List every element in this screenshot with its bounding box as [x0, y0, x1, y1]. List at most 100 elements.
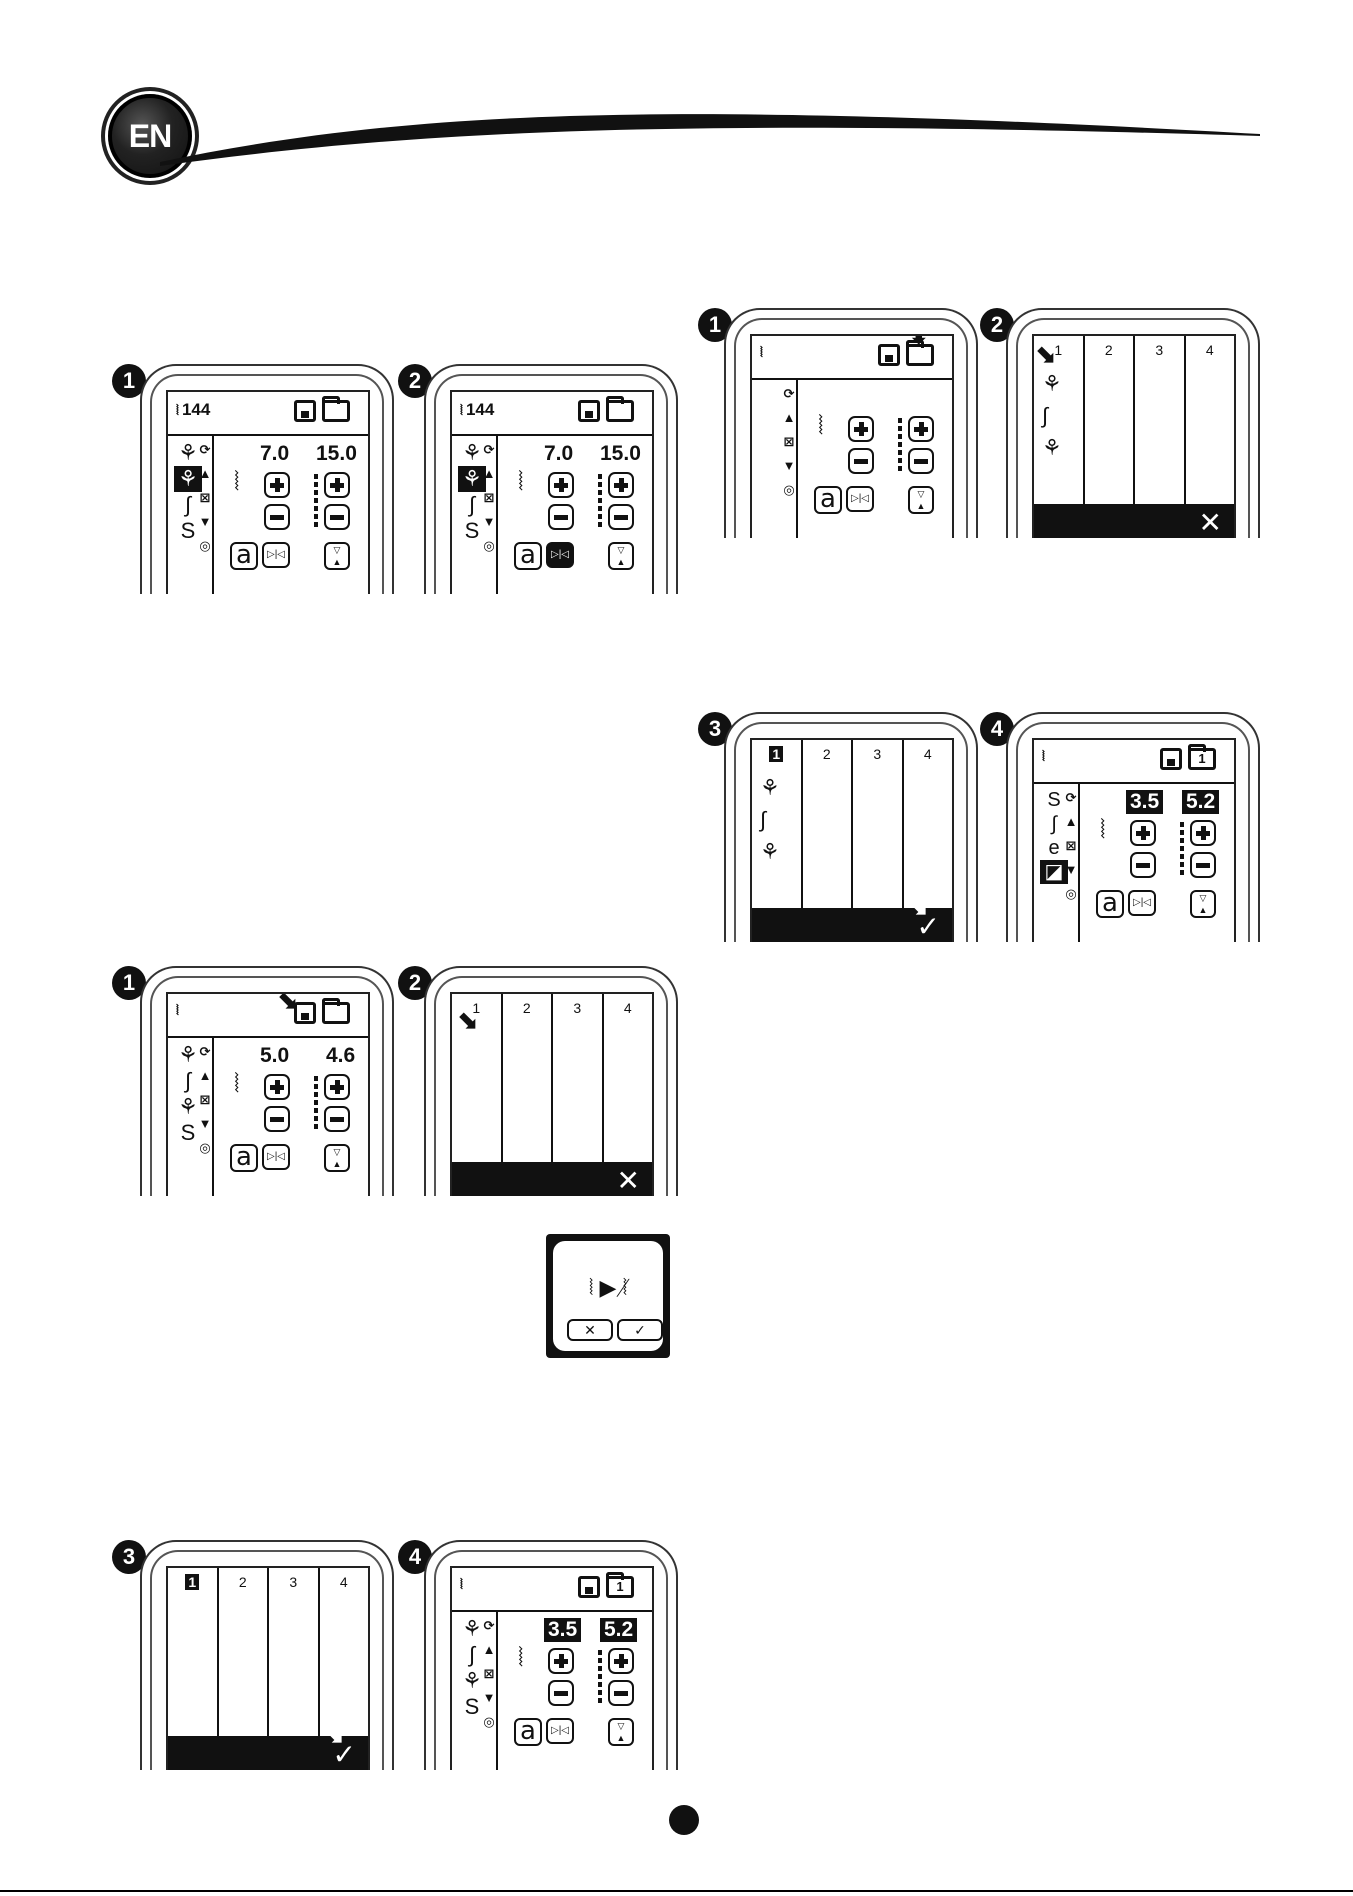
width-minus-button[interactable]: [548, 1680, 574, 1706]
down-arrow-icon[interactable]: ▼: [1064, 862, 1078, 877]
width-minus-button[interactable]: [848, 448, 874, 474]
alphabet-icon[interactable]: a: [1096, 890, 1124, 918]
delete-icon[interactable]: ⊠: [483, 490, 495, 505]
mirror-icon[interactable]: ▷|◁: [1128, 890, 1156, 916]
memory-slot-2[interactable]: 2: [500, 994, 552, 1022]
length-plus-button[interactable]: [608, 472, 634, 498]
width-plus-button[interactable]: [548, 1648, 574, 1674]
down-arrow-icon[interactable]: ▼: [482, 514, 496, 529]
alphabet-icon[interactable]: a: [230, 1144, 258, 1172]
confirm-icon[interactable]: ✓: [332, 1739, 356, 1770]
down-arrow-icon[interactable]: ▼: [198, 1116, 212, 1131]
alphabet-icon[interactable]: a: [230, 542, 258, 570]
memory-slot-3[interactable]: 3: [1133, 336, 1184, 364]
close-icon[interactable]: ✕: [616, 1165, 640, 1196]
up-arrow-icon[interactable]: ▲: [198, 1068, 212, 1083]
elongation-icon[interactable]: ▽▲: [1190, 890, 1216, 918]
length-plus-button[interactable]: [324, 1074, 350, 1100]
memory-slot-4[interactable]: 4: [317, 1568, 369, 1596]
center-icon[interactable]: ◎: [483, 538, 495, 553]
popup-confirm-button[interactable]: ✓: [617, 1319, 663, 1341]
width-minus-button[interactable]: [264, 504, 290, 530]
length-plus-button[interactable]: [324, 472, 350, 498]
delete-icon[interactable]: ⊠: [199, 490, 211, 505]
repeat-icon[interactable]: ⟳: [783, 386, 795, 401]
length-minus-button[interactable]: [324, 1106, 350, 1132]
width-minus-button[interactable]: [1130, 852, 1156, 878]
up-arrow-icon[interactable]: ▲: [782, 410, 796, 425]
down-arrow-icon[interactable]: ▼: [782, 458, 796, 473]
down-arrow-icon[interactable]: ▼: [482, 1690, 496, 1705]
memory-slot-3[interactable]: 3: [267, 1568, 318, 1596]
up-arrow-icon[interactable]: ▲: [1064, 814, 1078, 829]
repeat-icon[interactable]: ⟳: [483, 1618, 495, 1633]
delete-icon[interactable]: ⊠: [483, 1666, 495, 1681]
repeat-icon[interactable]: ⟳: [483, 442, 495, 457]
elongation-icon[interactable]: ▽▲: [324, 1144, 350, 1172]
length-minus-button[interactable]: [608, 504, 634, 530]
delete-icon[interactable]: ⊠: [783, 434, 795, 449]
length-plus-button[interactable]: [908, 416, 934, 442]
memory-slot-2[interactable]: 2: [216, 1568, 268, 1596]
center-icon[interactable]: ◎: [483, 1714, 495, 1729]
folder-icon[interactable]: [322, 396, 350, 422]
save-icon[interactable]: [578, 400, 600, 422]
memory-slot-1[interactable]: 1: [752, 740, 801, 768]
memory-slot-4[interactable]: 4: [901, 740, 953, 768]
memory-slot-1[interactable]: 1: [1034, 336, 1083, 364]
center-icon[interactable]: ◎: [1065, 886, 1077, 901]
length-minus-button[interactable]: [324, 504, 350, 530]
length-plus-button[interactable]: [608, 1648, 634, 1674]
folder-icon[interactable]: 1: [606, 1572, 634, 1598]
length-plus-button[interactable]: [1190, 820, 1216, 846]
width-plus-button[interactable]: [848, 416, 874, 442]
memory-slot-1[interactable]: 1: [168, 1568, 217, 1596]
up-arrow-icon[interactable]: ▲: [482, 1642, 496, 1657]
mirror-icon[interactable]: ▷|◁: [262, 542, 290, 568]
folder-icon[interactable]: [906, 340, 934, 366]
folder-icon[interactable]: [322, 998, 350, 1024]
width-minus-button[interactable]: [548, 504, 574, 530]
length-minus-button[interactable]: [608, 1680, 634, 1706]
delete-icon[interactable]: ⊠: [199, 1092, 211, 1107]
center-icon[interactable]: ◎: [199, 538, 211, 553]
alphabet-icon[interactable]: a: [514, 1718, 542, 1746]
save-icon[interactable]: [294, 1002, 316, 1024]
memory-slot-3[interactable]: 3: [551, 994, 602, 1022]
mirror-icon[interactable]: ▷|◁: [546, 1718, 574, 1744]
length-minus-button[interactable]: [1190, 852, 1216, 878]
width-plus-button[interactable]: [548, 472, 574, 498]
center-icon[interactable]: ◎: [199, 1140, 211, 1155]
width-minus-button[interactable]: [264, 1106, 290, 1132]
memory-slot-1[interactable]: 1: [452, 994, 501, 1022]
close-icon[interactable]: ✕: [1198, 507, 1222, 538]
folder-icon[interactable]: [606, 396, 634, 422]
alphabet-icon[interactable]: a: [814, 486, 842, 514]
memory-slot-4[interactable]: 4: [601, 994, 653, 1022]
length-minus-button[interactable]: [908, 448, 934, 474]
elongation-icon[interactable]: ▽▲: [908, 486, 934, 514]
mirror-icon[interactable]: ▷|◁: [546, 542, 574, 568]
down-arrow-icon[interactable]: ▼: [198, 514, 212, 529]
folder-icon[interactable]: 1: [1188, 744, 1216, 770]
elongation-icon[interactable]: ▽▲: [608, 1718, 634, 1746]
mirror-icon[interactable]: ▷|◁: [846, 486, 874, 512]
repeat-icon[interactable]: ⟳: [1065, 790, 1077, 805]
alphabet-icon[interactable]: a: [514, 542, 542, 570]
center-icon[interactable]: ◎: [783, 482, 795, 497]
delete-icon[interactable]: ⊠: [1065, 838, 1077, 853]
save-icon[interactable]: [878, 344, 900, 366]
memory-slot-2[interactable]: 2: [1082, 336, 1134, 364]
save-icon[interactable]: [294, 400, 316, 422]
up-arrow-icon[interactable]: ▲: [482, 466, 496, 481]
memory-slot-3[interactable]: 3: [851, 740, 902, 768]
width-plus-button[interactable]: [1130, 820, 1156, 846]
repeat-icon[interactable]: ⟳: [199, 442, 211, 457]
width-plus-button[interactable]: [264, 472, 290, 498]
elongation-icon[interactable]: ▽▲: [324, 542, 350, 570]
up-arrow-icon[interactable]: ▲: [198, 466, 212, 481]
mirror-icon[interactable]: ▷|◁: [262, 1144, 290, 1170]
confirm-icon[interactable]: ✓: [916, 911, 940, 942]
save-icon[interactable]: [1160, 748, 1182, 770]
memory-slot-2[interactable]: 2: [800, 740, 852, 768]
